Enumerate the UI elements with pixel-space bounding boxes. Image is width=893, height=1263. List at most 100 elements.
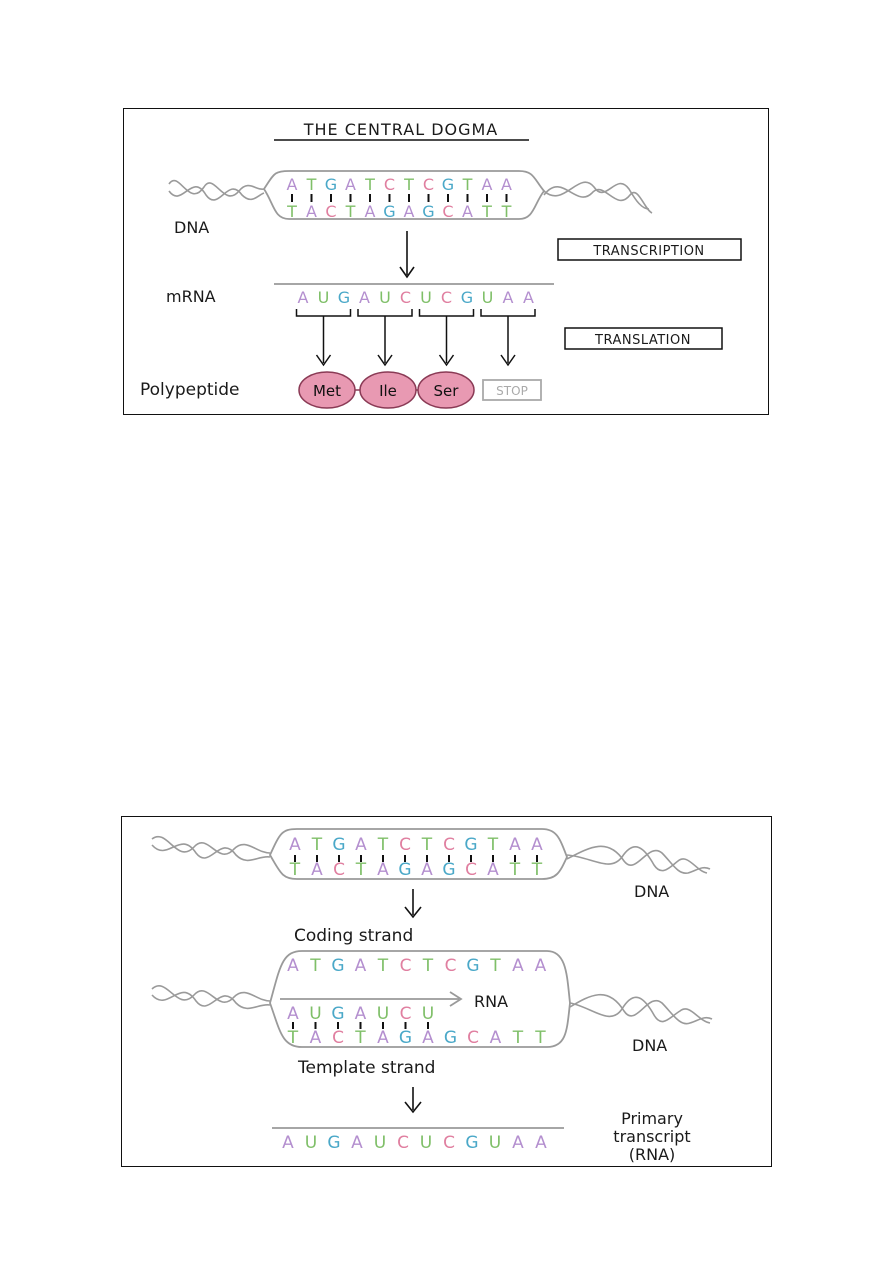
transcript-base: C	[443, 1133, 455, 1153]
amino-acid-label: Met	[313, 382, 341, 400]
arrow-head	[377, 354, 393, 367]
mrna-base: G	[461, 288, 473, 307]
dna-label-bottom: DNA	[632, 1036, 667, 1055]
codon-bracket	[480, 309, 536, 317]
dna-bottom-base: C	[465, 860, 477, 880]
transcript-base: A	[512, 1133, 524, 1153]
diagram-title: THE CENTRAL DOGMA	[303, 120, 499, 139]
dna-top-base: T	[377, 835, 389, 855]
amino-acid-bead	[417, 371, 475, 409]
dna-top-base: C	[399, 835, 411, 855]
dna-bottom-base: T	[289, 860, 301, 880]
arrow-head	[438, 354, 455, 367]
dna-bottom-base: A	[487, 860, 499, 880]
dna-top-base: T	[364, 175, 375, 194]
rna-base: U	[422, 1004, 434, 1024]
dna-top-base: C	[443, 835, 455, 855]
translation-label: TRANSLATION	[594, 333, 691, 348]
template-base: A	[310, 1028, 322, 1048]
mrna-base: A	[359, 288, 370, 307]
dna-bottom-base: C	[333, 860, 345, 880]
template-base: C	[467, 1028, 479, 1048]
transcript-base: U	[489, 1133, 501, 1153]
mrna-label: mRNA	[166, 287, 216, 306]
transcript-base: C	[397, 1133, 409, 1153]
codon-bracket	[295, 309, 352, 317]
rna-base: U	[309, 1004, 321, 1024]
template-strand-label: Template strand	[297, 1058, 435, 1078]
dna-top-base: T	[403, 175, 414, 194]
coding-base: T	[377, 956, 389, 976]
mrna-base: U	[420, 288, 432, 307]
dna-top-base: A	[531, 835, 543, 855]
translation-box	[564, 327, 723, 350]
template-base: C	[332, 1028, 344, 1048]
coding-base: C	[445, 956, 457, 976]
dna-top-base: C	[384, 175, 395, 194]
dna-bottom-base: A	[377, 860, 389, 880]
base-pair-bonds	[294, 855, 538, 862]
dna-bottom-base: T	[286, 202, 297, 221]
rna-base: A	[355, 1004, 367, 1024]
transcript-base: G	[327, 1133, 340, 1153]
template-base: T	[287, 1028, 299, 1048]
dna-top-base: T	[306, 175, 317, 194]
dna-bottom-base: C	[325, 202, 336, 221]
dna-label-top: DNA	[634, 882, 669, 901]
dna-top-base: A	[289, 835, 301, 855]
dna-top-base: A	[345, 175, 356, 194]
dna-bottom-base: G	[383, 202, 395, 221]
rna-label: RNA	[474, 992, 508, 1011]
dna-top-base: G	[325, 175, 337, 194]
dna-helix-right-top	[566, 846, 708, 874]
mrna-base: A	[298, 288, 309, 307]
codon-bracket	[418, 309, 475, 317]
dna-bottom-base: G	[422, 202, 434, 221]
coding-base: C	[400, 956, 412, 976]
dna-bottom-base: T	[509, 860, 521, 880]
rna-template-bonds	[292, 1022, 429, 1029]
dna-top-base: T	[311, 835, 323, 855]
transcript-base: U	[420, 1133, 432, 1153]
dna-top-base: G	[464, 835, 477, 855]
template-base: G	[444, 1028, 457, 1048]
dna-bottom-base: A	[311, 860, 323, 880]
rna-base: U	[377, 1004, 389, 1024]
rna-base: A	[287, 1004, 299, 1024]
mrna-base: U	[379, 288, 391, 307]
transcript-base: U	[305, 1133, 317, 1153]
dna-bottom-base: T	[345, 202, 356, 221]
transcription-box	[557, 238, 742, 261]
dna-top-base: T	[462, 175, 473, 194]
coding-base: T	[422, 956, 434, 976]
dna-label: DNA	[174, 218, 209, 237]
dna-bottom-base: A	[462, 202, 473, 221]
mrna-base: U	[482, 288, 494, 307]
dna-bottom-base: T	[501, 202, 512, 221]
dna-top-base: C	[423, 175, 434, 194]
polypeptide-label: Polypeptide	[140, 380, 240, 400]
codon-brackets	[295, 309, 536, 367]
rna-base: C	[400, 1004, 412, 1024]
codon-bracket	[357, 309, 413, 317]
arrow-head	[500, 354, 516, 367]
arrow-head	[315, 354, 332, 367]
stop-box	[482, 379, 542, 401]
coding-base: A	[355, 956, 367, 976]
dna-top-base: A	[509, 835, 521, 855]
amino-acid-bead	[359, 371, 417, 409]
stop-label: STOP	[496, 384, 528, 398]
template-base: T	[354, 1028, 366, 1048]
coding-base: A	[287, 956, 299, 976]
